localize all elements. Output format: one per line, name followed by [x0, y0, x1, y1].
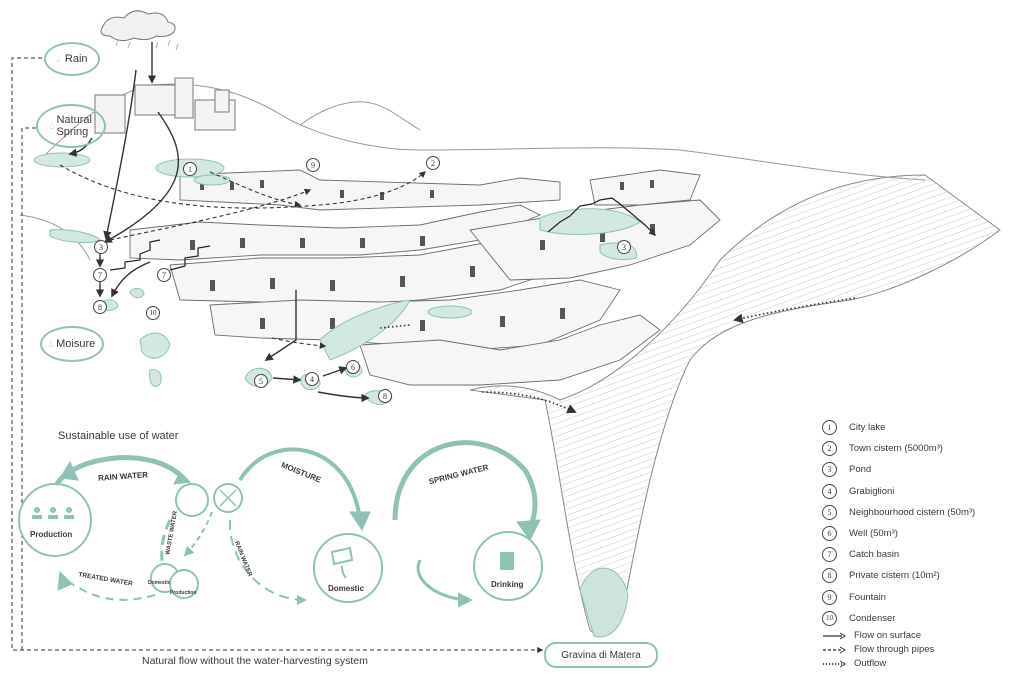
legend-flow-pipes: Flow through pipes [822, 643, 1022, 657]
legend-number: 9 [822, 589, 837, 605]
legend-label: Condenser [849, 612, 896, 624]
marker-3b: 3 [617, 240, 631, 254]
cycle-circles [18, 483, 543, 603]
drinking-label: Drinking [491, 580, 524, 589]
domestic-label: Domestic [328, 584, 365, 593]
legend-label: Well (50m³) [849, 528, 898, 540]
legend-flow-label: Flow through pipes [854, 644, 935, 656]
gravina-text: Gravina di Matera [561, 649, 641, 661]
spring-label-2: Spring [56, 126, 89, 138]
legend-number: 8 [822, 568, 837, 584]
spring-label-1: Natural [56, 114, 92, 126]
marker-4: 4 [305, 372, 319, 386]
production-small-label: Production [170, 590, 197, 596]
production-label: Production [30, 530, 73, 539]
stair-paths [109, 197, 657, 271]
legend-item: 4 Grabiglioni [822, 481, 1022, 502]
rain-source: 💧︎ Rain [44, 42, 100, 76]
legend-flow-label: Flow on surface [854, 630, 922, 642]
moisture-label: Moisure [56, 338, 96, 350]
drop-icon: 💧︎ [50, 119, 55, 132]
legend-item: 1 City lake [822, 417, 1022, 438]
marker-6: 6 [346, 360, 360, 374]
legend-item: 7 Catch basin [822, 544, 1022, 565]
legend-label: City lake [849, 422, 886, 434]
outflow-arrow-icon [823, 660, 846, 668]
marker-8: 8 [93, 300, 107, 314]
legend-item: 5 Neighbourhood cistern (50m³) [822, 502, 1022, 523]
drop-icon: 💧︎ [56, 52, 61, 65]
natural-flow-label: Natural flow without the water-harvestin… [142, 655, 368, 667]
ravine [469, 174, 1001, 638]
pouring-icon [330, 546, 354, 579]
legend-number: 7 [822, 547, 837, 563]
spring-source: 💧︎ Natural Spring [36, 104, 106, 148]
legend-flow-outflow: Outflow [822, 657, 1022, 671]
legend-flow-surface: Flow on surface [822, 629, 1022, 643]
pipe-flows [59, 164, 426, 349]
marker-7: 7 [93, 268, 107, 282]
rain-label: Rain [64, 53, 88, 65]
marker-1: 1 [183, 162, 197, 176]
legend-flow-label: Outflow [854, 658, 887, 670]
cloud [100, 10, 179, 51]
legend-label: Neighbourhood cistern (50m³) [849, 506, 976, 518]
surface-arrow-icon [823, 632, 846, 640]
marker-2: 2 [426, 156, 440, 170]
marker-3: 3 [94, 240, 108, 254]
legend-number: 2 [822, 441, 837, 457]
legend-item: 3 Pond [822, 459, 1022, 480]
moisture-source: 💧︎ Moisure [40, 326, 104, 362]
legend-number: 5 [822, 504, 837, 520]
natural-flow-line [11, 57, 544, 653]
glass-icon [500, 552, 514, 570]
marker-10: 10 [146, 306, 160, 320]
production-icon [32, 507, 74, 519]
gravina-label: Gravina di Matera [544, 642, 658, 668]
section-title: Sustainable use of water [58, 430, 179, 442]
cross-icon [219, 489, 237, 507]
drop-icon: 💧︎ [48, 337, 54, 350]
marker-8b: 8 [378, 389, 392, 403]
legend-number: 3 [822, 462, 837, 478]
legend-item: 10 Condenser [822, 608, 1022, 629]
pipe-arrow-icon [823, 646, 846, 654]
marker-5: 5 [254, 374, 268, 388]
legend-number: 10 [822, 610, 837, 626]
legend-label: Town cistern (5000m³) [849, 443, 943, 455]
legend-item: 9 Fountain [822, 587, 1022, 608]
legend-number: 6 [822, 526, 837, 542]
legend-item: 8 Private cistern (10m²) [822, 565, 1022, 586]
outflow [379, 297, 856, 414]
legend-number: 1 [822, 420, 837, 436]
town [129, 169, 721, 386]
castle [94, 77, 236, 134]
legend-label: Catch basin [849, 549, 900, 561]
domestic-small-label: Domestic [148, 580, 171, 586]
legend-label: Grabiglioni [849, 485, 895, 497]
legend-item: 6 Well (50m³) [822, 523, 1022, 544]
surface-flows [68, 42, 370, 403]
legend-label: Fountain [849, 591, 886, 603]
marker-7b: 7 [157, 268, 171, 282]
legend-item: 2 Town cistern (5000m³) [822, 438, 1022, 459]
marker-9: 9 [306, 158, 320, 172]
legend-number: 4 [822, 483, 837, 499]
legend-label: Private cistern (10m²) [849, 570, 940, 582]
town-windows [190, 180, 655, 331]
legend-label: Pond [849, 464, 872, 476]
